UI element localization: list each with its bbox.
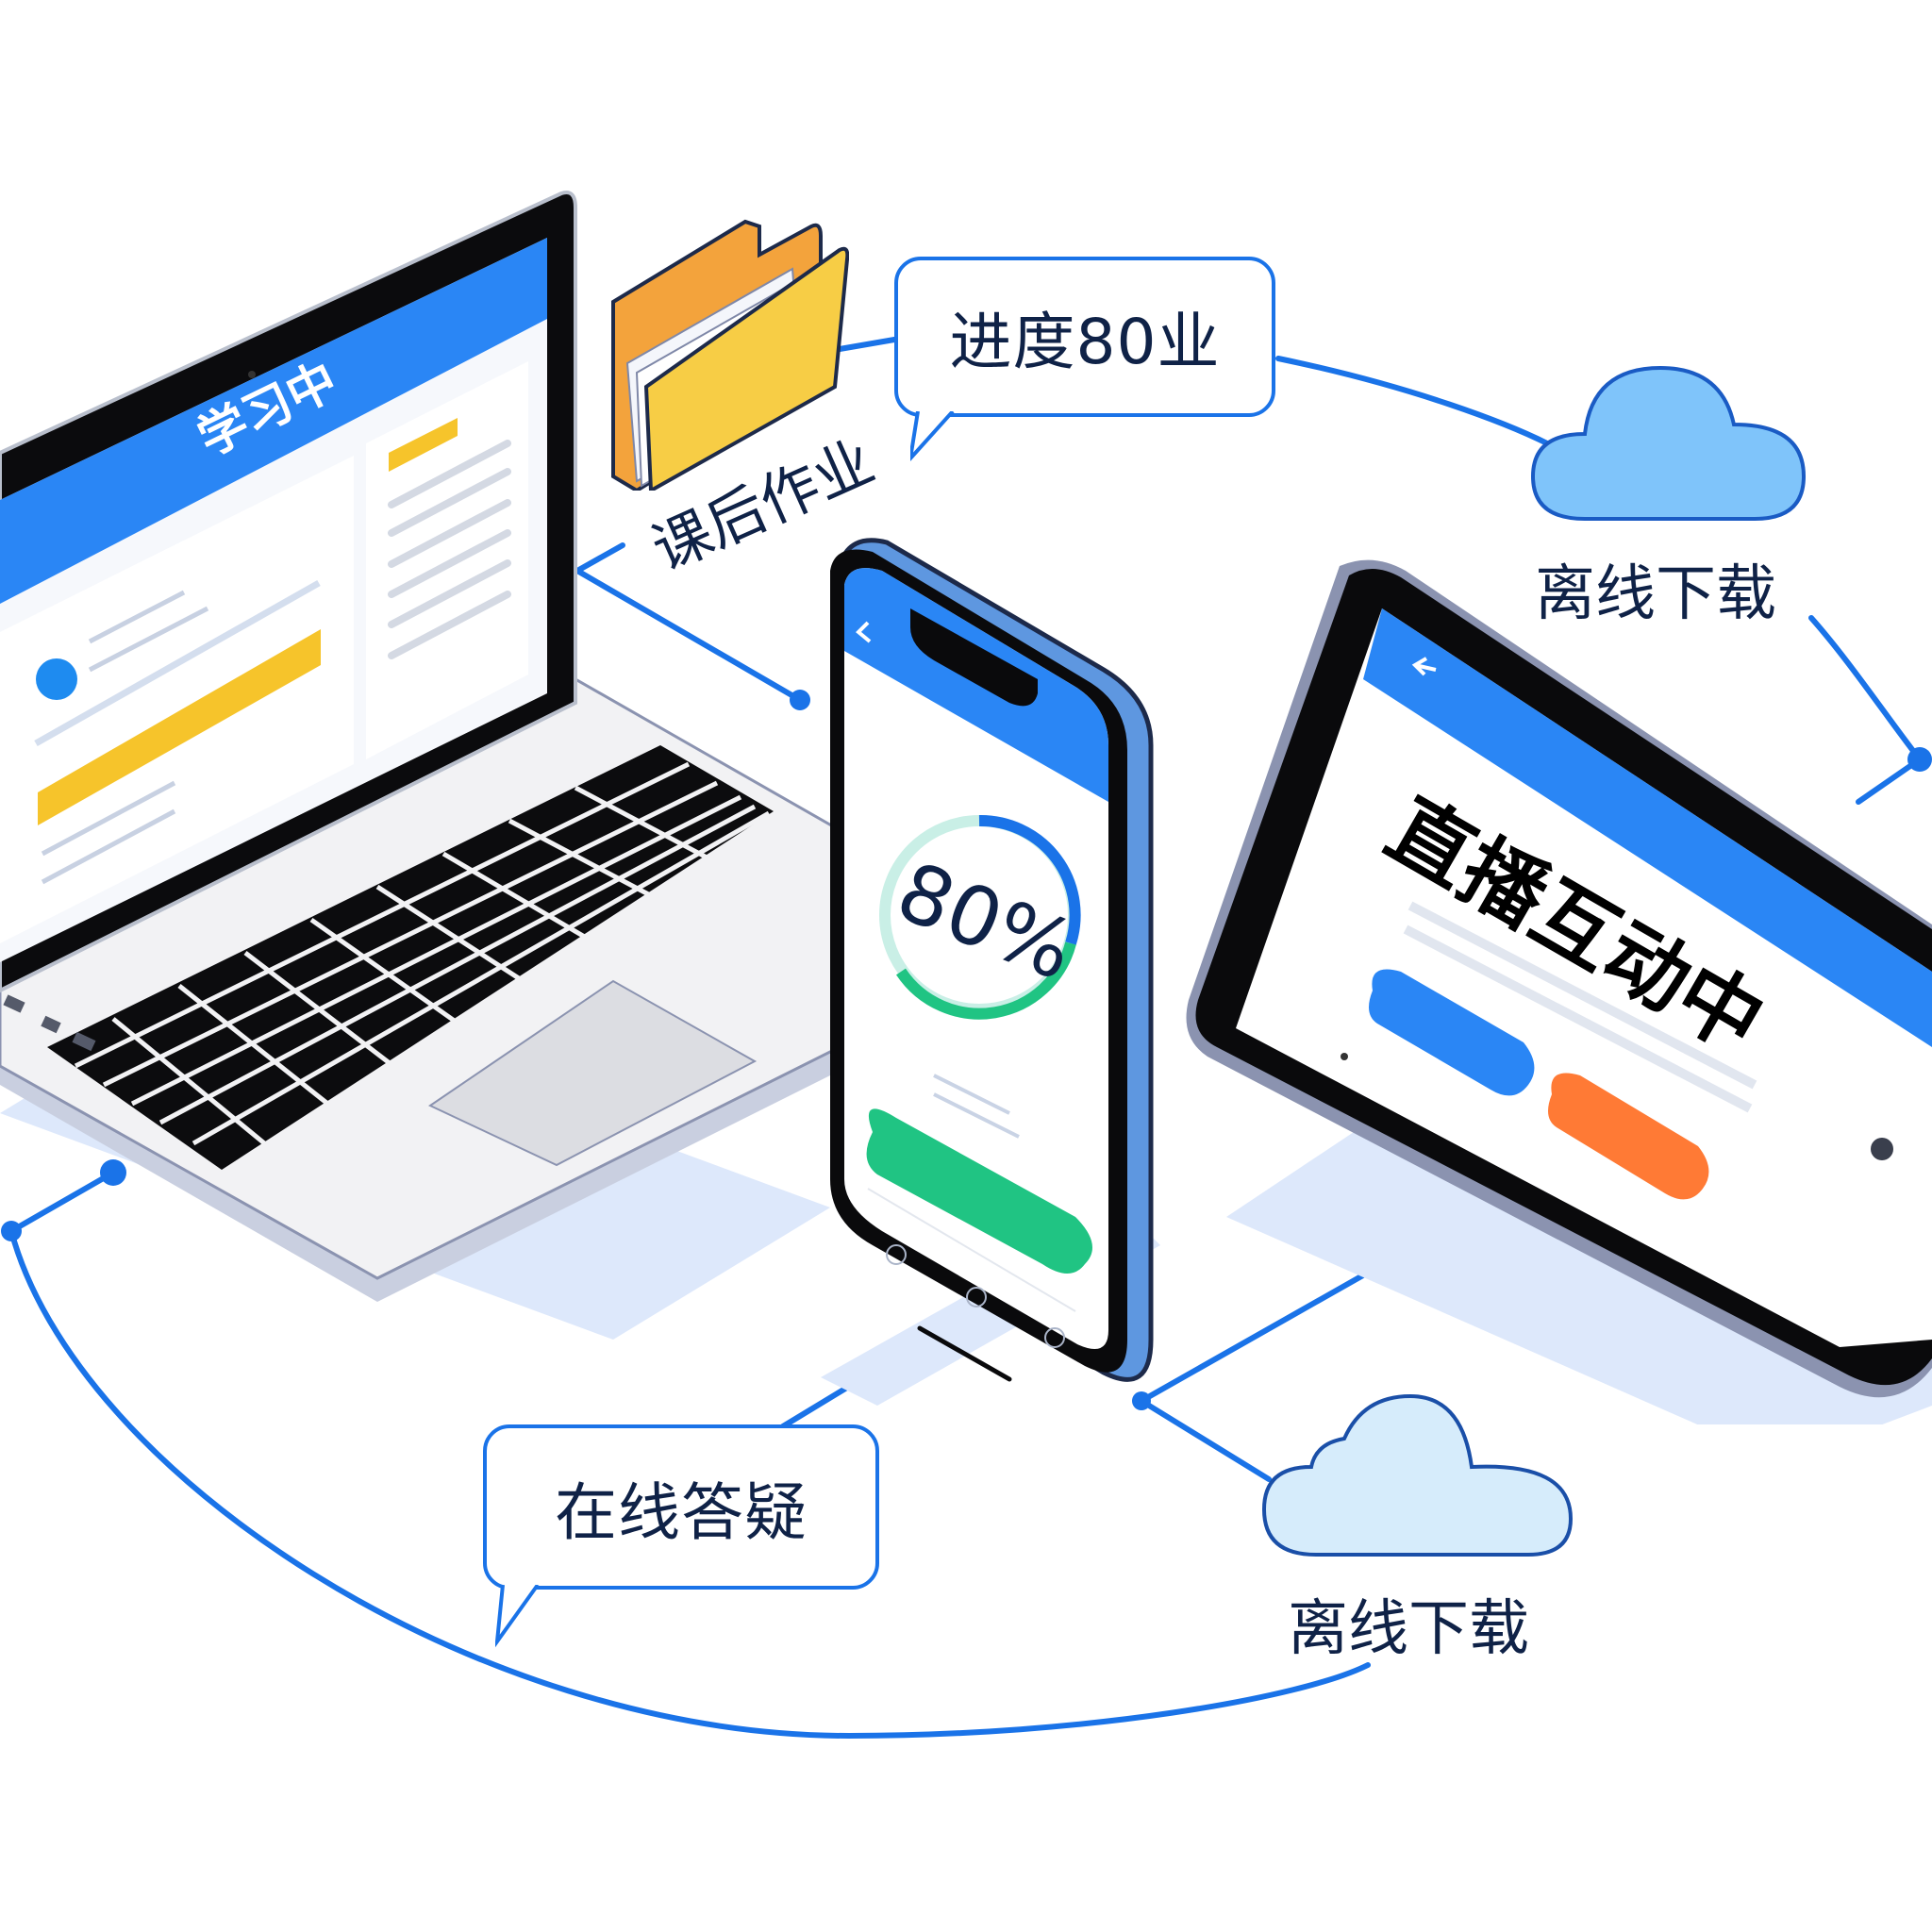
cloud-bottom-label: 离线下载	[1288, 1594, 1529, 1664]
cloud-top-label: 离线下载	[1535, 559, 1776, 629]
bubble-tail	[910, 411, 955, 461]
laptop-yellow-button	[38, 629, 321, 825]
trackpad	[427, 979, 758, 1167]
tablet-orange-button	[1548, 1073, 1709, 1200]
tablet-illustration	[1186, 559, 1932, 1424]
chevron-left-icon	[856, 621, 872, 643]
phone-illustration	[821, 538, 1160, 1406]
video-icon	[36, 658, 77, 700]
qa-bubble-text: 在线答疑	[555, 1475, 808, 1549]
arrow-left-icon	[1411, 657, 1437, 676]
cloud-icon	[1530, 365, 1807, 521]
progress-bubble-text: 进度80业	[949, 306, 1221, 378]
keyboard	[47, 745, 774, 1170]
bubble-tail	[495, 1585, 540, 1648]
tablet-blue-button	[1369, 969, 1535, 1096]
laptop-illustration	[0, 191, 841, 1340]
cloud-icon	[1261, 1393, 1574, 1557]
folder-icon	[611, 219, 849, 491]
phone-green-button	[866, 1108, 1092, 1274]
